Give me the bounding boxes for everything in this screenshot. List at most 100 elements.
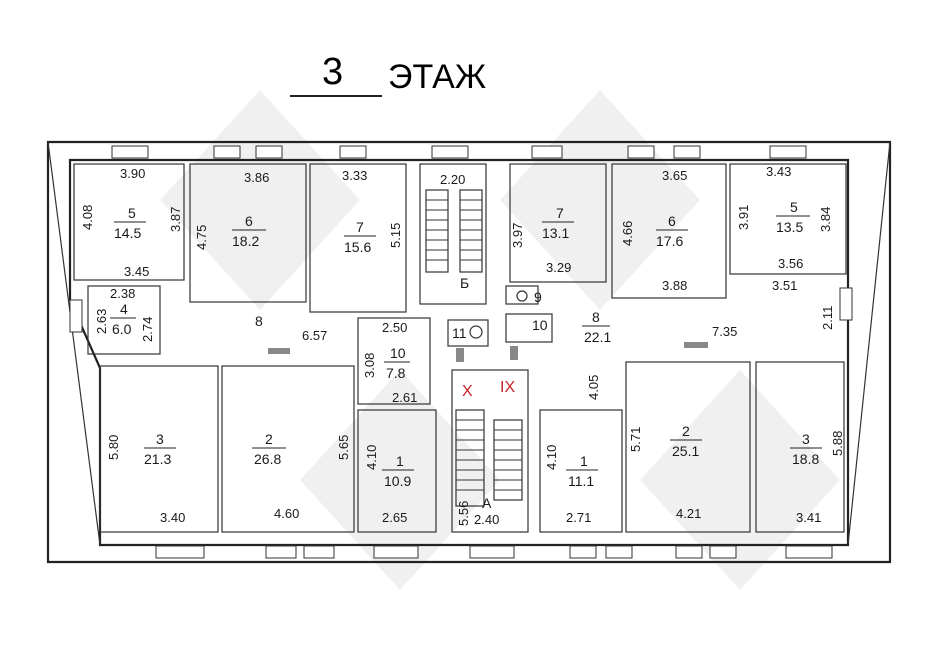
marker-ix: IX bbox=[500, 379, 515, 396]
right-slant bbox=[847, 141, 891, 546]
svg-text:3.43: 3.43 bbox=[766, 164, 791, 179]
room-number: 3 bbox=[156, 431, 164, 447]
svg-text:5.71: 5.71 bbox=[628, 427, 643, 452]
room-number: 10 bbox=[390, 345, 406, 361]
windows-top bbox=[111, 145, 807, 159]
room-area: 17.6 bbox=[656, 233, 683, 249]
sink-icon bbox=[469, 325, 483, 339]
svg-text:4.66: 4.66 bbox=[620, 221, 635, 246]
svg-text:3.51: 3.51 bbox=[772, 278, 797, 293]
svg-text:3.08: 3.08 bbox=[362, 353, 377, 378]
room-number: 8 bbox=[592, 309, 600, 325]
svg-text:4.10: 4.10 bbox=[544, 445, 559, 470]
svg-text:3.90: 3.90 bbox=[120, 166, 145, 181]
hatched-blocks bbox=[268, 342, 708, 362]
floor-number: 3 bbox=[322, 51, 343, 93]
svg-text:2.38: 2.38 bbox=[110, 286, 135, 301]
toilet-icon bbox=[516, 290, 528, 302]
svg-text:7.35: 7.35 bbox=[712, 324, 737, 339]
svg-text:3.40: 3.40 bbox=[160, 510, 185, 525]
svg-text:3.86: 3.86 bbox=[244, 170, 269, 185]
svg-text:5.15: 5.15 bbox=[388, 223, 403, 248]
svg-text:2.65: 2.65 bbox=[382, 510, 407, 525]
svg-text:5.65: 5.65 bbox=[336, 435, 351, 460]
svg-text:2.63: 2.63 bbox=[94, 309, 109, 334]
svg-text:5.88: 5.88 bbox=[830, 431, 845, 456]
room-number: 3 bbox=[802, 431, 810, 447]
watermark bbox=[160, 90, 840, 590]
room-number: 5 bbox=[128, 205, 136, 221]
room-number: 10 bbox=[532, 317, 548, 333]
room-area: 25.1 bbox=[672, 443, 699, 459]
room-area: 18.8 bbox=[792, 451, 819, 467]
svg-text:2.20: 2.20 bbox=[440, 172, 465, 187]
room-number: 6 bbox=[668, 213, 676, 229]
svg-text:2.74: 2.74 bbox=[140, 317, 155, 342]
svg-text:4.08: 4.08 bbox=[80, 205, 95, 230]
svg-text:6.57: 6.57 bbox=[302, 328, 327, 343]
room-number: 2 bbox=[682, 423, 690, 439]
svg-text:3.88: 3.88 bbox=[662, 278, 687, 293]
room-area: 18.2 bbox=[232, 233, 259, 249]
corridor-label: 8 bbox=[255, 313, 263, 329]
room-area: 22.1 bbox=[584, 329, 611, 345]
svg-text:2.11: 2.11 bbox=[820, 306, 835, 330]
svg-text:3.84: 3.84 bbox=[818, 207, 833, 232]
room-outlines bbox=[73, 163, 847, 533]
svg-text:3.65: 3.65 bbox=[662, 168, 687, 183]
svg-text:4.75: 4.75 bbox=[194, 225, 209, 250]
room-number: 7 bbox=[356, 219, 364, 235]
room-area: 6.0 bbox=[112, 321, 132, 337]
room-number: 4 bbox=[120, 301, 128, 317]
stair-label: Б bbox=[460, 275, 469, 291]
svg-text:2.40: 2.40 bbox=[474, 512, 499, 527]
window-left bbox=[69, 299, 83, 333]
room-number: 6 bbox=[245, 213, 253, 229]
stair-label: А bbox=[482, 495, 492, 511]
dimension-labels: 3.90 4.08 3.87 3.45 3.86 4.75 3.33 5.15 … bbox=[80, 164, 845, 527]
svg-text:4.21: 4.21 bbox=[676, 506, 701, 521]
svg-text:5.80: 5.80 bbox=[106, 435, 121, 460]
room-number: 1 bbox=[580, 453, 588, 469]
room-area: 13.1 bbox=[542, 225, 569, 241]
room-area: 7.8 bbox=[386, 365, 406, 381]
svg-text:3.41: 3.41 bbox=[796, 510, 821, 525]
room-number: 7 bbox=[556, 205, 564, 221]
outer-wall bbox=[46, 140, 892, 564]
svg-text:3.29: 3.29 bbox=[546, 260, 571, 275]
svg-text:2.61: 2.61 bbox=[392, 390, 417, 405]
room-area: 13.5 bbox=[776, 219, 803, 235]
window-right bbox=[839, 287, 853, 321]
stairs-b bbox=[425, 189, 483, 273]
room-labels: 5 14.5 6 18.2 7 15.6 7 13.1 6 17.6 5 13.… bbox=[110, 199, 822, 489]
svg-text:3.45: 3.45 bbox=[124, 264, 149, 279]
room-area: 10.9 bbox=[384, 473, 411, 489]
room-number: 1 bbox=[396, 453, 404, 469]
wc-label: 11 bbox=[452, 325, 467, 341]
svg-text:3.56: 3.56 bbox=[778, 256, 803, 271]
svg-text:3.97: 3.97 bbox=[510, 223, 525, 248]
svg-text:4.05: 4.05 bbox=[586, 375, 601, 400]
room-area: 11.1 bbox=[568, 473, 594, 489]
stairs-a bbox=[455, 409, 523, 507]
svg-text:4.10: 4.10 bbox=[364, 445, 379, 470]
marker-x: X bbox=[462, 383, 473, 400]
svg-text:3.87: 3.87 bbox=[168, 207, 183, 232]
svg-text:2.71: 2.71 bbox=[566, 510, 591, 525]
room-area: 15.6 bbox=[344, 239, 371, 255]
room-area: 26.8 bbox=[254, 451, 281, 467]
svg-text:3.33: 3.33 bbox=[342, 168, 367, 183]
svg-text:5.56: 5.56 bbox=[456, 501, 471, 526]
room-area: 14.5 bbox=[114, 225, 141, 241]
wc-label: 9 bbox=[534, 289, 542, 305]
floor-label: ЭТАЖ bbox=[388, 58, 486, 96]
room-number: 2 bbox=[265, 431, 273, 447]
windows-bottom bbox=[155, 545, 833, 559]
svg-text:4.60: 4.60 bbox=[274, 506, 299, 521]
svg-text:3.91: 3.91 bbox=[736, 205, 751, 230]
room-area: 21.3 bbox=[144, 451, 171, 467]
svg-text:2.50: 2.50 bbox=[382, 320, 407, 335]
room-number: 5 bbox=[790, 199, 798, 215]
left-slant bbox=[47, 141, 101, 546]
